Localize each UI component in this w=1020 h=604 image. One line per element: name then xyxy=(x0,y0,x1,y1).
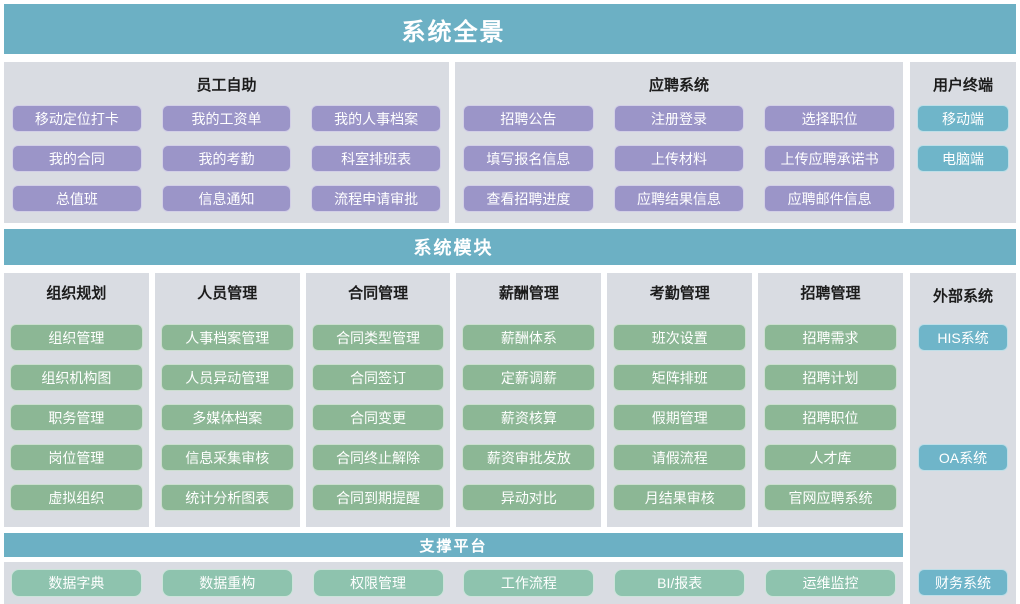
module-button[interactable]: 科室排班表 xyxy=(311,145,441,172)
module-button[interactable]: 财务系统 xyxy=(918,569,1008,596)
module-button[interactable]: 人才库 xyxy=(764,444,897,471)
module-button[interactable]: 总值班 xyxy=(12,185,142,212)
module-button[interactable]: 职务管理 xyxy=(10,404,143,431)
module-button[interactable]: 岗位管理 xyxy=(10,444,143,471)
column-personnel-mgmt: 人员管理 人事档案管理 人员异动管理 多媒体档案 信息采集审核 统计分析图表 xyxy=(154,273,300,527)
column-contract-mgmt: 合同管理 合同类型管理 合同签订 合同变更 合同终止解除 合同到期提醒 xyxy=(305,273,451,527)
support-platform-strip: 数据字典 数据重构 权限管理 工作流程 BI/报表 运维监控 xyxy=(4,562,903,604)
panel-title: 外部系统 xyxy=(932,288,993,305)
module-button[interactable]: 运维监控 xyxy=(765,569,897,597)
module-button[interactable]: 人员异动管理 xyxy=(160,364,294,391)
top-banner: 系统全景 xyxy=(4,4,1016,54)
module-button[interactable]: 电脑端 xyxy=(917,145,1009,172)
modules-banner: 系统模块 xyxy=(4,229,1016,265)
module-button[interactable]: 人事档案管理 xyxy=(160,324,294,351)
column-title: 考勤管理 xyxy=(649,285,710,302)
module-button[interactable]: 填写报名信息 xyxy=(463,145,594,172)
module-button[interactable]: OA系统 xyxy=(918,444,1008,471)
column-attendance-mgmt: 考勤管理 班次设置 矩阵排班 假期管理 请假流程 月结果审核 xyxy=(607,273,753,527)
module-button[interactable]: 流程申请审批 xyxy=(311,185,441,212)
module-button[interactable]: 数据字典 xyxy=(10,569,142,597)
module-button[interactable]: 招聘计划 xyxy=(764,364,897,391)
panel-title: 应聘系统 xyxy=(648,77,709,94)
module-button[interactable]: 合同签订 xyxy=(311,364,445,391)
terminal-button-list: 移动端 电脑端 xyxy=(910,93,1016,172)
module-button[interactable]: 定薪调薪 xyxy=(462,364,596,391)
column-title: 薪酬管理 xyxy=(498,285,559,302)
module-button[interactable]: 数据重构 xyxy=(161,569,293,597)
module-button[interactable]: 多媒体档案 xyxy=(160,404,294,431)
module-button[interactable]: 合同到期提醒 xyxy=(311,484,445,511)
column-title: 合同管理 xyxy=(348,285,409,302)
column-recruit-mgmt: 招聘管理 招聘需求 招聘计划 招聘职位 人才库 官网应聘系统 xyxy=(758,273,903,527)
module-button[interactable]: 移动定位打卡 xyxy=(12,105,142,132)
module-button[interactable]: 统计分析图表 xyxy=(160,484,294,511)
module-button[interactable]: 信息采集审核 xyxy=(160,444,294,471)
module-button[interactable]: 我的合同 xyxy=(12,145,142,172)
column-salary-mgmt: 薪酬管理 薪酬体系 定薪调薪 薪资核算 薪资审批发放 异动对比 xyxy=(456,273,602,527)
module-button[interactable]: 查看招聘进度 xyxy=(463,185,594,212)
module-button[interactable]: 信息通知 xyxy=(161,185,292,212)
module-button[interactable]: 我的工资单 xyxy=(161,105,292,132)
module-button[interactable]: 薪资审批发放 xyxy=(462,444,596,471)
module-button[interactable]: 应聘结果信息 xyxy=(613,185,745,212)
module-button[interactable]: 矩阵排班 xyxy=(613,364,747,391)
module-button[interactable]: 招聘职位 xyxy=(764,404,897,431)
column-org-planning: 组织规划 组织管理 组织机构图 职务管理 岗位管理 虚拟组织 xyxy=(4,273,149,527)
module-button[interactable]: 请假流程 xyxy=(613,444,747,471)
page-title: 系统全景 xyxy=(401,18,506,46)
module-button[interactable]: 组织管理 xyxy=(10,324,143,351)
module-button[interactable]: 我的人事档案 xyxy=(311,105,441,132)
module-button[interactable]: 工作流程 xyxy=(463,569,595,597)
application-button-grid: 招聘公告 注册登录 选择职位 填写报名信息 上传材料 上传应聘承诺书 查看招聘进… xyxy=(455,93,903,212)
column-title: 组织规划 xyxy=(46,285,107,302)
module-button[interactable]: 组织机构图 xyxy=(10,364,143,391)
module-button[interactable]: HIS系统 xyxy=(918,324,1008,351)
column-title: 人员管理 xyxy=(197,285,258,302)
panel-employee-self-service: 员工自助 移动定位打卡 我的工资单 我的人事档案 我的合同 我的考勤 科室排班表… xyxy=(4,62,449,223)
module-button[interactable]: 上传应聘承诺书 xyxy=(764,145,895,172)
module-button[interactable]: 我的考勤 xyxy=(161,145,292,172)
panel-title: 员工自助 xyxy=(196,77,257,94)
module-button[interactable]: 应聘邮件信息 xyxy=(764,185,895,212)
module-button[interactable]: 假期管理 xyxy=(613,404,747,431)
panel-title: 用户终端 xyxy=(932,77,993,94)
module-button[interactable]: 注册登录 xyxy=(613,105,745,132)
column-title: 招聘管理 xyxy=(800,285,861,302)
module-button[interactable]: 移动端 xyxy=(917,105,1009,132)
module-button[interactable]: 选择职位 xyxy=(764,105,895,132)
panel-user-terminal: 用户终端 移动端 电脑端 xyxy=(910,62,1016,223)
module-columns-row: 组织规划 组织管理 组织机构图 职务管理 岗位管理 虚拟组织 人员管理 人事档案… xyxy=(4,273,903,527)
module-button[interactable]: 月结果审核 xyxy=(613,484,747,511)
module-button[interactable]: 合同终止解除 xyxy=(311,444,445,471)
module-button[interactable]: BI/报表 xyxy=(614,569,746,597)
module-button[interactable]: 班次设置 xyxy=(613,324,747,351)
module-button[interactable]: 招聘需求 xyxy=(764,324,897,351)
module-button[interactable]: 招聘公告 xyxy=(463,105,594,132)
module-button[interactable]: 合同变更 xyxy=(311,404,445,431)
support-banner-label: 支撑平台 xyxy=(419,537,488,555)
module-button[interactable]: 权限管理 xyxy=(312,569,444,597)
module-button[interactable]: 官网应聘系统 xyxy=(764,484,897,511)
module-button[interactable]: 合同类型管理 xyxy=(311,324,445,351)
support-platform-banner: 支撑平台 xyxy=(4,533,903,557)
module-button[interactable]: 虚拟组织 xyxy=(10,484,143,511)
module-button[interactable]: 薪资核算 xyxy=(462,404,596,431)
modules-banner-label: 系统模块 xyxy=(413,238,494,258)
panel-application-system: 应聘系统 招聘公告 注册登录 选择职位 填写报名信息 上传材料 上传应聘承诺书 … xyxy=(455,62,903,223)
panel-external-systems: 外部系统 HIS系统 OA系统 财务系统 xyxy=(910,273,1016,604)
module-button[interactable]: 异动对比 xyxy=(462,484,596,511)
module-button[interactable]: 上传材料 xyxy=(613,145,745,172)
employee-button-grid: 移动定位打卡 我的工资单 我的人事档案 我的合同 我的考勤 科室排班表 总值班 … xyxy=(4,93,449,212)
module-button[interactable]: 薪酬体系 xyxy=(462,324,596,351)
